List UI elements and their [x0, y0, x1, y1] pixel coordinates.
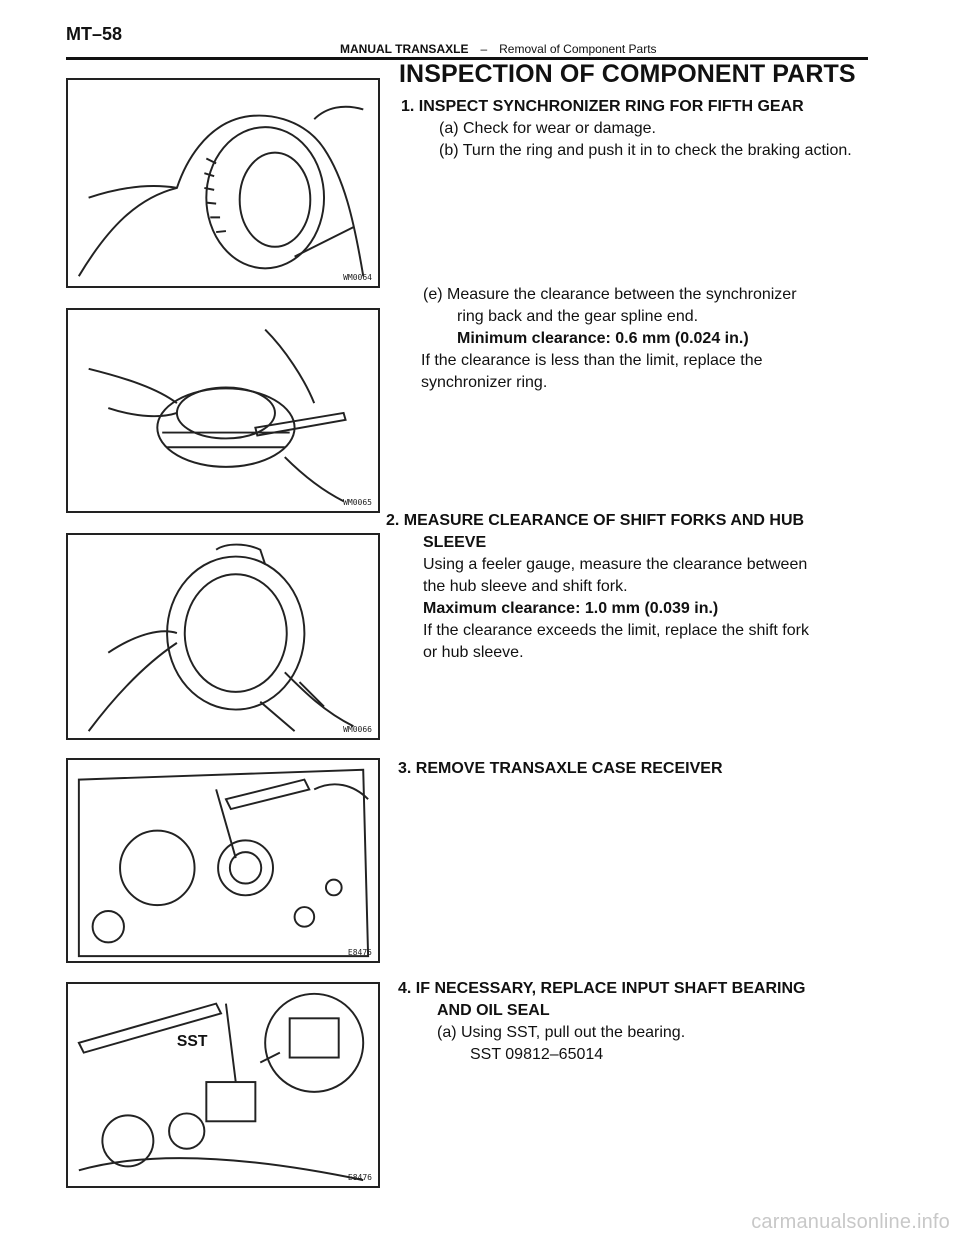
figure-input-shaft-bearing: SST E8476	[66, 982, 380, 1188]
header-subsection: Removal of Component Parts	[499, 42, 657, 56]
page-title: INSPECTION OF COMPONENT PARTS	[399, 60, 856, 88]
step2-heading-line2: SLEEVE	[423, 534, 487, 551]
illustration-hands-ring	[77, 105, 365, 277]
figure-code: E8476	[347, 1173, 372, 1182]
step2-body-line2: the hub sleeve and shift fork.	[423, 578, 628, 595]
header-separator: –	[480, 42, 488, 56]
step4-heading-line1: 4. IF NECESSARY, REPLACE INPUT SHAFT BEA…	[398, 980, 806, 997]
header-rule	[66, 57, 868, 60]
sst-callout: SST	[177, 1033, 208, 1050]
figure-code: E8475	[347, 948, 372, 957]
page-number: MT–58	[66, 24, 123, 44]
header-section: MANUAL TRANSAXLE	[340, 42, 469, 56]
figure-code: WM0064	[343, 273, 372, 282]
figure-synchronizer-clearance: WM0065	[66, 308, 380, 513]
step4-a: (a) Using SST, pull out the bearing.	[437, 1024, 686, 1041]
figure-transaxle-case-receiver: E8475	[66, 758, 380, 963]
step1-note-line2: synchronizer ring.	[421, 374, 548, 391]
step2-body-line1: Using a feeler gauge, measure the cleara…	[423, 556, 808, 573]
illustration-hub-sleeve	[87, 543, 354, 732]
step2-note-line1: If the clearance exceeds the limit, repl…	[423, 622, 809, 639]
step1-e-line1: (e) Measure the clearance between the sy…	[423, 286, 797, 303]
figure-code: WM0066	[343, 725, 372, 734]
illustration-feeler-gauge	[88, 328, 347, 503]
step1-e-line2: ring back and the gear spline end.	[457, 308, 699, 325]
step1-a: (a) Check for wear or damage.	[439, 120, 656, 137]
figure-shift-fork-clearance: WM0066	[66, 533, 380, 740]
step4-heading-line2: AND OIL SEAL	[437, 1002, 550, 1019]
step3-heading: 3. REMOVE TRANSAXLE CASE RECEIVER	[398, 760, 723, 777]
figure-code: WM0065	[343, 498, 372, 507]
illustration-sst-puller: SST	[77, 992, 365, 1182]
step1-spec: Minimum clearance: 0.6 mm (0.024 in.)	[457, 330, 749, 347]
watermark: carmanualsonline.info	[751, 1211, 950, 1233]
step2-note-line2: or hub sleeve.	[423, 644, 524, 661]
step1-heading: 1. INSPECT SYNCHRONIZER RING FOR FIFTH G…	[401, 98, 804, 115]
step2-heading-line1: 2. MEASURE CLEARANCE OF SHIFT FORKS AND …	[386, 512, 805, 529]
step1-note-line1: If the clearance is less than the limit,…	[421, 352, 763, 369]
step1-b: (b) Turn the ring and push it in to chec…	[439, 142, 852, 159]
step4-sst: SST 09812–65014	[470, 1046, 604, 1063]
figure-synchronizer-ring-check: WM0064	[66, 78, 380, 288]
step2-spec: Maximum clearance: 1.0 mm (0.039 in.)	[423, 600, 719, 617]
illustration-transaxle-case	[77, 768, 370, 958]
running-header: MANUAL TRANSAXLE–Removal of Component Pa…	[340, 42, 657, 56]
